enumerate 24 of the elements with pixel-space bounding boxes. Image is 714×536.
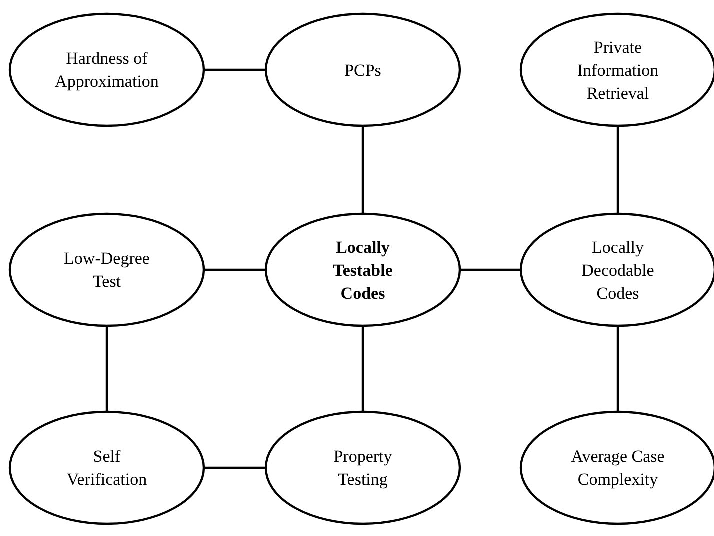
topic-label: Self Verification — [66, 446, 148, 491]
topic-ellipse — [264, 12, 462, 128]
topic-ellipse — [8, 12, 206, 128]
topic-label: Private Information Retrieval — [576, 36, 660, 104]
connector-line — [460, 268, 521, 272]
topic-ellipse — [8, 212, 206, 328]
topic-label: Low-Degree Test — [63, 248, 151, 293]
topic-label: Average Case Complexity — [570, 446, 666, 491]
connector-line — [362, 326, 364, 412]
topic-label: Hardness of Approximation — [54, 48, 160, 93]
topic-ellipse — [8, 410, 206, 526]
topic-label: Locally Decodable Codes — [580, 236, 656, 304]
connector-line — [362, 126, 364, 214]
connector-line — [616, 326, 620, 412]
topic-label: Property Testing — [332, 446, 394, 491]
connector-line — [616, 126, 620, 214]
topic-label: PCPs — [344, 60, 382, 82]
topic-ellipse — [264, 410, 462, 526]
connector-line — [204, 268, 266, 272]
topic-label: Locally Testable Codes — [332, 236, 394, 304]
topic-ellipse — [264, 212, 462, 328]
connector-line — [204, 466, 266, 470]
connector-line — [106, 326, 108, 412]
connector-line — [204, 68, 266, 72]
